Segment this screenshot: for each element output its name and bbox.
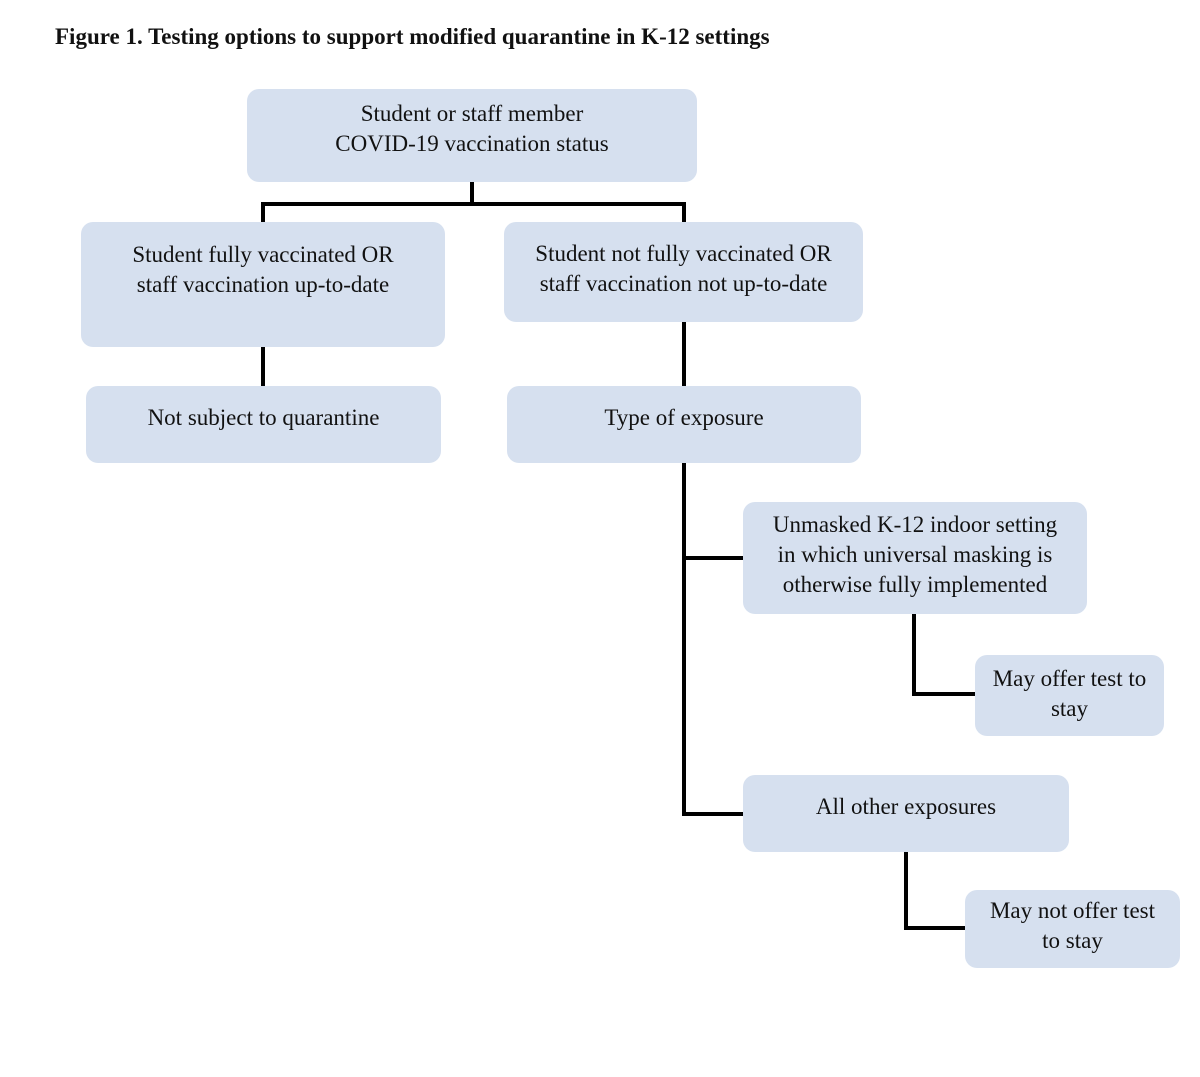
- node-line: COVID-19 vaccination status: [335, 131, 609, 156]
- node-not-fully-vaccinated: Student not fully vaccinated OR staff va…: [504, 222, 863, 322]
- node-line: stay: [1050, 696, 1089, 721]
- node-line: Student fully vaccinated OR: [132, 242, 394, 267]
- node-line: Student or staff member: [360, 101, 584, 126]
- node-line: May not offer test: [989, 898, 1155, 923]
- node-line: Type of exposure: [604, 405, 764, 430]
- node-fully-vaccinated: Student fully vaccinated OR staff vaccin…: [81, 222, 445, 347]
- connector-unmasked-to-may-offer: [912, 614, 976, 696]
- node-type-of-exposure: Type of exposure: [507, 386, 861, 463]
- node-not-subject-to-quarantine: Not subject to quarantine: [86, 386, 441, 463]
- node-line: All other exposures: [815, 794, 997, 819]
- node-line: to stay: [1042, 928, 1103, 953]
- node-line: Not subject to quarantine: [147, 405, 380, 430]
- node-may-not-offer-test-to-stay: May not offer test to stay: [965, 890, 1180, 968]
- node-line: otherwise fully implemented: [782, 572, 1048, 597]
- node-line: in which universal masking is: [777, 542, 1053, 567]
- node-line: staff vaccination up-to-date: [136, 272, 390, 297]
- node-vaccination-status: Student or staff member COVID-19 vaccina…: [247, 89, 697, 182]
- node-line: Unmasked K-12 indoor setting: [772, 512, 1058, 537]
- connector-other-to-may-not-offer: [904, 852, 966, 930]
- figure-title: Figure 1. Testing options to support mod…: [55, 24, 770, 49]
- node-may-offer-test-to-stay: May offer test to stay: [975, 655, 1164, 736]
- node-line: May offer test to: [992, 666, 1147, 691]
- node-line: staff vaccination not up-to-date: [539, 271, 828, 296]
- node-line: Student not fully vaccinated OR: [535, 241, 832, 266]
- node-unmasked-indoor-setting: Unmasked K-12 indoor setting in which un…: [743, 502, 1087, 614]
- node-all-other-exposures: All other exposures: [743, 775, 1069, 852]
